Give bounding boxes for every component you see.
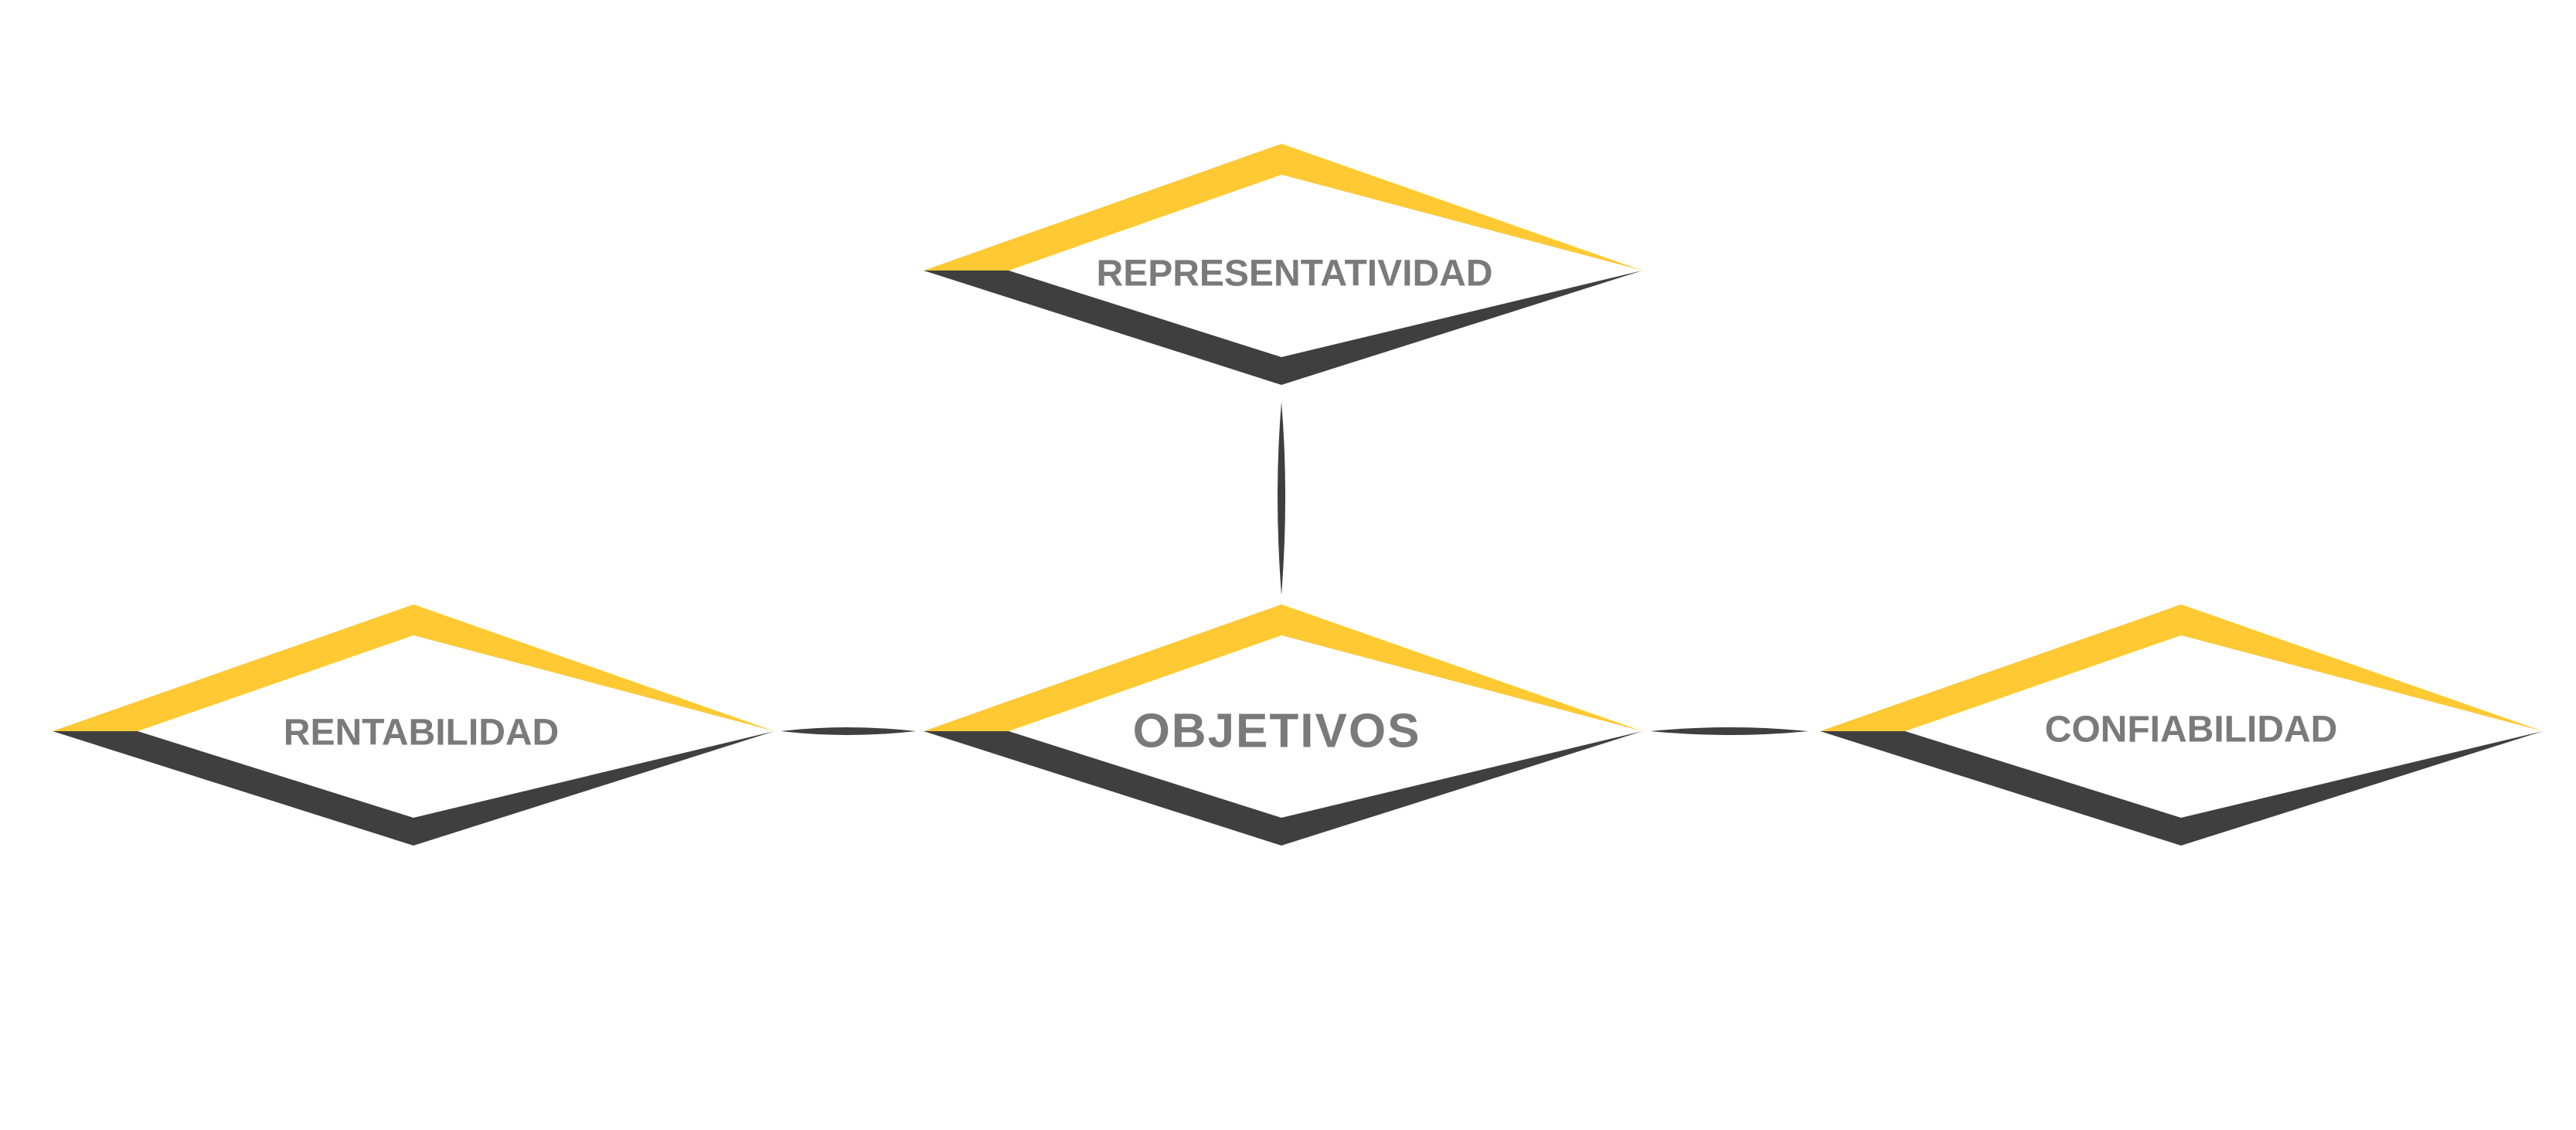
node-label-representatividad: REPRESENTATIVIDAD xyxy=(1097,254,1493,294)
node-confiabilidad: CONFIABILIDAD xyxy=(1820,604,2543,846)
node-label-objetivos: OBJETIVOS xyxy=(1133,705,1421,758)
diamond-shadow xyxy=(1820,731,2543,846)
connector-top-center xyxy=(1278,402,1285,595)
diamond-accent xyxy=(924,604,1642,731)
node-label-rentabilidad: RENTABILIDAD xyxy=(284,713,559,754)
node-objetivos: OBJETIVOS xyxy=(924,604,1642,846)
diamond-accent xyxy=(924,144,1642,271)
diamond-shadow xyxy=(53,731,774,846)
diamond-accent xyxy=(1820,604,2543,731)
diamond-shadow xyxy=(924,271,1642,385)
node-rentabilidad: RENTABILIDAD xyxy=(53,604,774,846)
diamond-accent xyxy=(53,604,774,731)
connector-center-right xyxy=(1650,727,1809,735)
node-label-confiabilidad: CONFIABILIDAD xyxy=(2045,710,2338,750)
connector-left-center xyxy=(781,727,916,735)
node-representatividad: REPRESENTATIVIDAD xyxy=(924,144,1642,385)
diamond-shadow xyxy=(924,731,1642,846)
